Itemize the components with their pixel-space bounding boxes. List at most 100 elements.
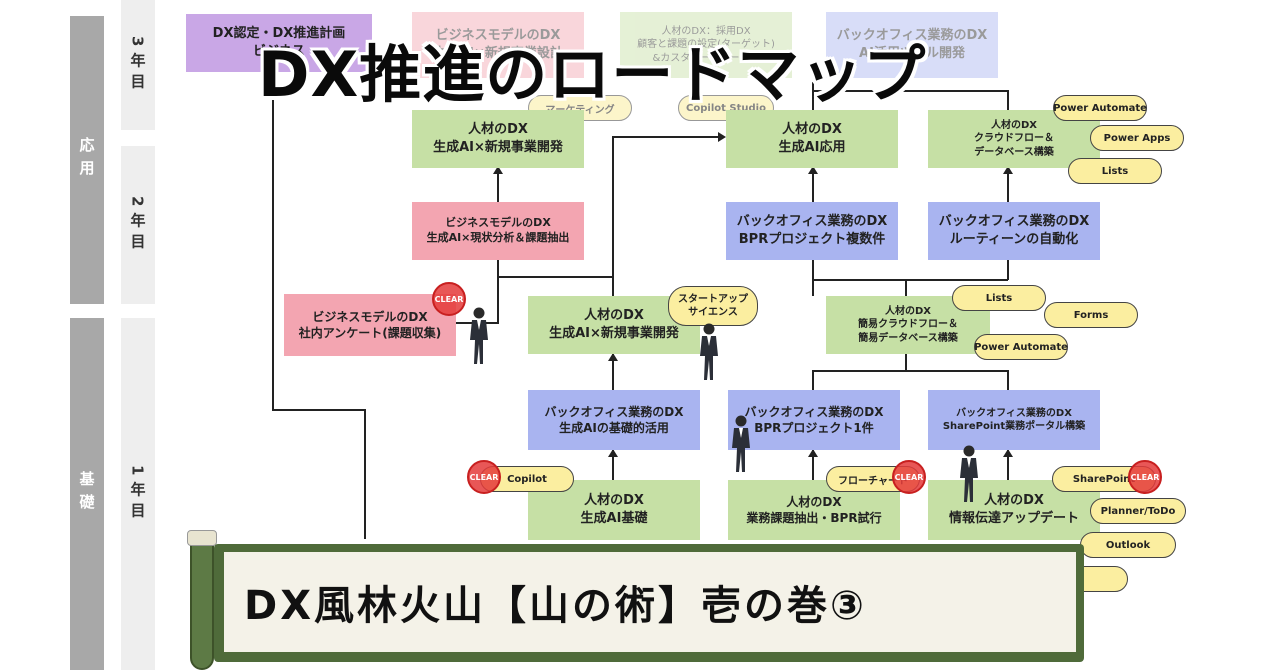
tag-line: サイエンス [688, 307, 738, 318]
box-line: 社内アンケート(課題収集) [298, 326, 442, 340]
box-line: バックオフィス業務のDX [544, 404, 684, 419]
box-line: 簡易データベース構築 [858, 332, 958, 344]
businessman-icon [732, 415, 750, 472]
outlook-tag: Outlook [1080, 532, 1176, 558]
box-line: BPRプロジェクト1件 [754, 421, 874, 435]
connector-line [497, 260, 499, 324]
box-line: バックオフィス業務のDX [956, 407, 1072, 419]
hr-genai-app-box: 人材のDX 生成AI応用 [726, 110, 898, 168]
tag-line: スタートアップ [678, 294, 748, 305]
page-title: DX推進のロードマップ [258, 38, 927, 111]
faded-bo-box: バックオフィス業務のDX AI活用ツール開発 [826, 12, 998, 78]
arrow-up [808, 449, 818, 457]
connector-line [272, 100, 274, 110]
arrow-up [608, 353, 618, 361]
businessman-icon [700, 323, 718, 380]
box-line: BPRプロジェクト複数件 [738, 232, 886, 247]
box-line: 情報伝達アップデート [948, 511, 1079, 526]
scroll-cap [187, 530, 217, 546]
connector-line [612, 450, 614, 480]
box-line: DX認定・DX推進計画 [212, 26, 346, 42]
businessman-icon [960, 445, 978, 502]
lists-tag: Lists [1068, 158, 1162, 184]
connector-line [497, 276, 613, 278]
box-line: ビジネスモデルのDX [435, 28, 561, 44]
planner-todo-tag: Planner/ToDo [1090, 498, 1186, 524]
connector-line [612, 136, 614, 296]
connector-line [1007, 90, 1009, 110]
connector-line [612, 354, 614, 390]
connector-line [612, 136, 724, 138]
connector-line [812, 450, 814, 480]
box-line: 業務課題抽出・BPR試行 [746, 511, 882, 525]
connector-line [272, 409, 364, 411]
arrow-up [1003, 449, 1013, 457]
faded-biz-box: ビジネスモデルのDX 生成AI×新規事業設計 [412, 12, 584, 78]
bo-sharepoint-box: バックオフィス業務のDX SharePoint業務ポータル構築 [928, 390, 1100, 450]
box-line: バックオフィス業務のDX [938, 214, 1090, 230]
box-line: 簡易クラウドフロー＆ [858, 319, 958, 331]
clear-stamp-icon: CLEAR [467, 460, 501, 494]
hr-new-biz-2-box: 人材のDX 生成AI×新規事業開発 [412, 110, 584, 168]
box-line: 人材のDX [584, 308, 644, 324]
box-line: AI活用ツール開発 [859, 46, 965, 61]
box-line: 生成AI×新規事業設計 [433, 46, 563, 61]
box-line: ビジネス [252, 44, 305, 59]
box-line: 人材のDX [990, 119, 1037, 131]
scroll-inner: DX風林火山【山の術】壱の巻③ [224, 552, 1076, 652]
box-line: 人材のDX [782, 122, 842, 138]
box-line: バックオフィス業務のDX [744, 404, 884, 419]
connector-line [905, 279, 907, 297]
connector-line [812, 90, 1008, 92]
box-line: 生成AI×新規事業開発 [433, 140, 563, 155]
connector-line [364, 409, 366, 539]
startup-science-tag: スタートアップ サイエンス [668, 286, 758, 326]
box-line: 人材のDX [984, 493, 1044, 509]
box-line: バックオフィス業務のDX [736, 214, 888, 230]
connector-line [1007, 260, 1009, 280]
connector-line [1007, 450, 1009, 480]
bo-genai-basic-box: バックオフィス業務のDX 生成AIの基礎的活用 [528, 390, 700, 450]
faded-hr-box: 人材のDX：採用DX 顧客と課題の設定(ターゲット) &カスタマージャーニー [620, 12, 792, 78]
box-line: 生成AIの基礎的活用 [559, 421, 669, 435]
connector-line [905, 354, 907, 370]
biz-survey-box: ビジネスモデルのDX 社内アンケート(課題収集) [284, 294, 456, 356]
phase-applied-label: 応用 [70, 16, 104, 304]
connector-line [812, 370, 814, 390]
box-line: 顧客と課題の設定(ターゲット) [637, 39, 775, 51]
scroll-banner: DX風林火山【山の術】壱の巻③ [187, 530, 1108, 670]
arrow-up [808, 166, 818, 174]
dx-cert-box: DX認定・DX推進計画 ビジネス [186, 14, 372, 72]
arrow-up [608, 449, 618, 457]
arrow-up [1003, 166, 1013, 174]
clear-stamp-icon: CLEAR [432, 282, 466, 316]
clear-stamp-icon: CLEAR [1128, 460, 1162, 494]
box-line: 人材のDX [584, 493, 644, 509]
box-line: 生成AI×新規事業開発 [549, 326, 679, 341]
year-3-label: 3年目 [121, 0, 155, 130]
phase-basic-label: 基礎 [70, 318, 104, 670]
clear-stamp-icon: CLEAR [892, 460, 926, 494]
box-line: 人材のDX [468, 122, 528, 138]
bo-bpr-multi-box: バックオフィス業務のDX BPRプロジェクト複数件 [726, 202, 898, 260]
year-2-label: 2年目 [121, 146, 155, 304]
box-line: 生成AI×現状分析＆課題抽出 [426, 231, 570, 244]
arrow-right [718, 132, 726, 142]
power-apps-tag: Power Apps [1090, 125, 1184, 151]
box-line: 人材のDX [884, 305, 931, 317]
lists-tag: Lists [952, 285, 1046, 311]
power-automate-tag: Power Automate [1053, 95, 1147, 121]
banner-title: DX風林火山【山の術】壱の巻③ [244, 583, 867, 629]
arrow-up [493, 166, 503, 174]
connector-line [812, 279, 1008, 281]
box-line: ビジネスモデルのDX [312, 309, 428, 324]
connector-line [272, 100, 274, 410]
year-1-label: 1年目 [121, 318, 155, 670]
connector-line [1007, 370, 1009, 390]
bo-bpr-one-box: バックオフィス業務のDX BPRプロジェクト1件 [728, 390, 900, 450]
box-line: 人材のDX [786, 494, 842, 509]
forms-tag: Forms [1044, 302, 1138, 328]
businessman-icon [470, 307, 488, 364]
box-line: &カスタマージャーニー [652, 52, 760, 64]
